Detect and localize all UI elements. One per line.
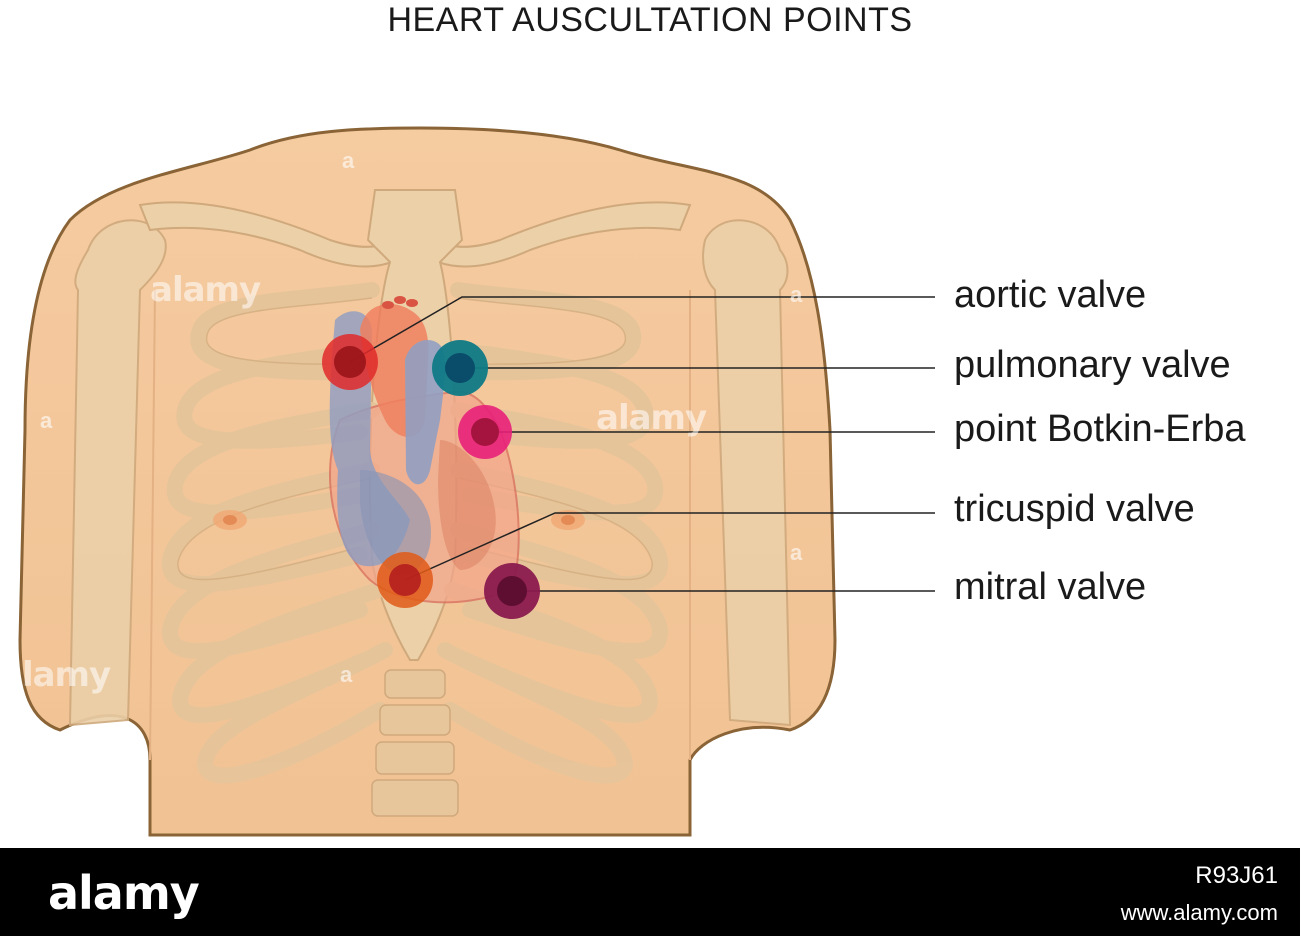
pulmonary-point-marker	[432, 340, 488, 396]
diagram-title: HEART AUSCULTATION POINTS	[387, 1, 913, 39]
right-ventricle	[360, 470, 431, 575]
label-mitral-valve: mitral valve	[954, 566, 1147, 608]
footer-bar: alamy R93J61 www.alamy.com	[0, 848, 1300, 936]
leader-line-aortic	[349, 296, 935, 363]
aortic-point-marker	[322, 334, 378, 390]
footer-url[interactable]: www.alamy.com	[1120, 900, 1278, 925]
watermark-letter: a	[40, 408, 53, 433]
watermark-logo: alamy	[150, 270, 261, 310]
watermark-letter: a	[790, 540, 803, 565]
arm-bones	[68, 219, 792, 727]
watermark-logo: alamy	[596, 398, 707, 438]
footer-brand-logo: alamy	[48, 866, 200, 920]
spine	[371, 669, 459, 817]
rib-outlines	[177, 297, 653, 581]
label-tricuspid-valve: tricuspid valve	[954, 488, 1195, 530]
label-pulmonary-valve: pulmonary valve	[954, 344, 1231, 386]
label-point-botkin-erba: point Botkin-Erba	[954, 408, 1246, 450]
label-aortic-valve: aortic valve	[954, 274, 1147, 316]
ribs	[161, 282, 669, 784]
leader-lines	[349, 296, 935, 592]
footer-image-id: R93J61	[1195, 862, 1278, 889]
auscultation-points	[322, 334, 540, 619]
watermark-letter: a	[790, 282, 803, 307]
watermark-logo: alamy	[0, 655, 111, 695]
botkin-erba-point-marker	[458, 405, 512, 459]
watermark-letter: a	[342, 148, 355, 173]
left-ventricle	[438, 440, 496, 570]
anatomy-illustration	[18, 126, 935, 837]
left-arm-crease	[149, 289, 156, 761]
nipples	[213, 510, 585, 530]
leader-line-tricuspid	[404, 512, 935, 581]
watermark-letter: a	[340, 662, 353, 687]
mitral-point-marker	[484, 563, 540, 619]
tricuspid-point-marker	[377, 552, 433, 608]
